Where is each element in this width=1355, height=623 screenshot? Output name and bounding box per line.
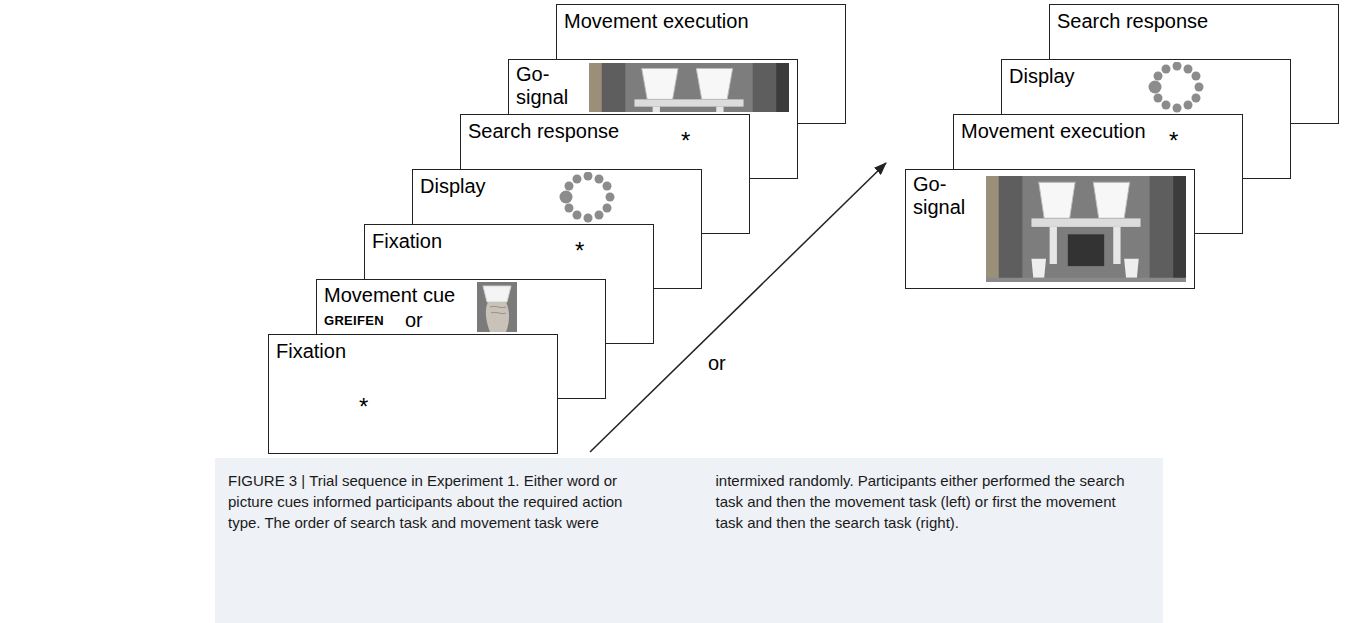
text-slot: Fixation (372, 230, 442, 253)
fixation-star: * (1169, 129, 1178, 153)
label-slot: or (708, 352, 726, 374)
text-slot: * (681, 129, 690, 153)
screen-frame: Fixation * (268, 334, 558, 454)
fixation-star: * (575, 239, 584, 263)
frame-label: Movement execution (564, 10, 749, 33)
text-slot: Search response (1057, 10, 1208, 33)
text-slot: Go-signal (913, 173, 975, 219)
branch-label: or (708, 352, 726, 374)
frame-label: Search response (468, 120, 619, 143)
text-slot: Go-signal (516, 63, 578, 109)
text-slot: Search response (468, 120, 619, 143)
fixation-star: * (359, 395, 368, 419)
figure-caption: FIGURE 3 | Trial sequence in Experiment … (228, 470, 1143, 533)
search-display-dots (523, 172, 653, 223)
text-slot: Display (1009, 65, 1075, 88)
frame-label: Go-signal (913, 173, 975, 219)
text-slot: Movement cue (324, 284, 455, 307)
frame-label: Display (420, 175, 486, 198)
frame-label: Fixation (276, 340, 346, 363)
text-slot: * (1169, 129, 1178, 153)
cue-separator: or (405, 309, 423, 331)
screen-frame: Go-signal (905, 169, 1195, 289)
frame-label: Movement execution (961, 120, 1146, 143)
frame-label: Go-signal (516, 63, 578, 109)
frame-label: Movement cue (324, 284, 455, 307)
frame-label: Display (1009, 65, 1075, 88)
frame-label: Search response (1057, 10, 1208, 33)
text-slot: Display (420, 175, 486, 198)
text-slot: or (405, 309, 423, 331)
text-slot: GREIFEN (324, 313, 384, 328)
search-display-dots (1112, 62, 1242, 113)
text-slot: * (359, 395, 368, 419)
text-slot: Movement execution (961, 120, 1146, 143)
text-slot: Movement execution (564, 10, 749, 33)
text-slot: Fixation (276, 340, 346, 363)
text-slot: * (575, 239, 584, 263)
shelf-photo (589, 63, 789, 112)
cup-grasp-photo (477, 282, 517, 332)
frame-label: Fixation (372, 230, 442, 253)
caption-text: FIGURE 3 | Trial sequence in Experiment … (228, 470, 1143, 533)
shelf-photo (986, 176, 1186, 282)
fixation-star: * (681, 129, 690, 153)
word-cue: GREIFEN (324, 313, 384, 328)
